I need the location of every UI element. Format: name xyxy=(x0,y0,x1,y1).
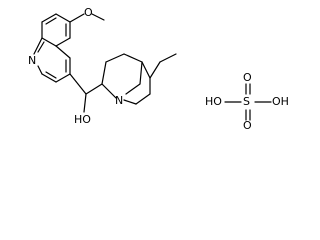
sulfur-label: S xyxy=(243,95,250,108)
carbinol-linkage xyxy=(69,73,103,113)
sulfuric-oxo-bottom-label: O xyxy=(243,119,252,132)
quinoline-nitrogen-label: N xyxy=(28,54,36,67)
sulfuric-acid xyxy=(224,83,272,121)
quinuclidine-nitrogen-label: N xyxy=(115,94,123,107)
quinoline-benzo-ring xyxy=(41,13,71,47)
structure-svg: N O HO N S HO OH O O xyxy=(28,6,289,132)
sulfuric-hydroxyl-right-label: OH xyxy=(272,95,289,108)
sulfuric-hydroxyl-left-label: HO xyxy=(205,95,222,108)
quinoline-pyridine-ring xyxy=(33,37,71,83)
quinuclidine-cage xyxy=(101,53,151,105)
sulfuric-oxo-top-label: O xyxy=(243,71,252,84)
methoxy-oxygen-label: O xyxy=(84,6,93,19)
ethyl-group xyxy=(149,53,177,79)
methoxy-group xyxy=(69,13,105,23)
hydroxyl-label: HO xyxy=(74,113,91,126)
structure-diagram: N O HO N S HO OH O O xyxy=(28,6,289,132)
